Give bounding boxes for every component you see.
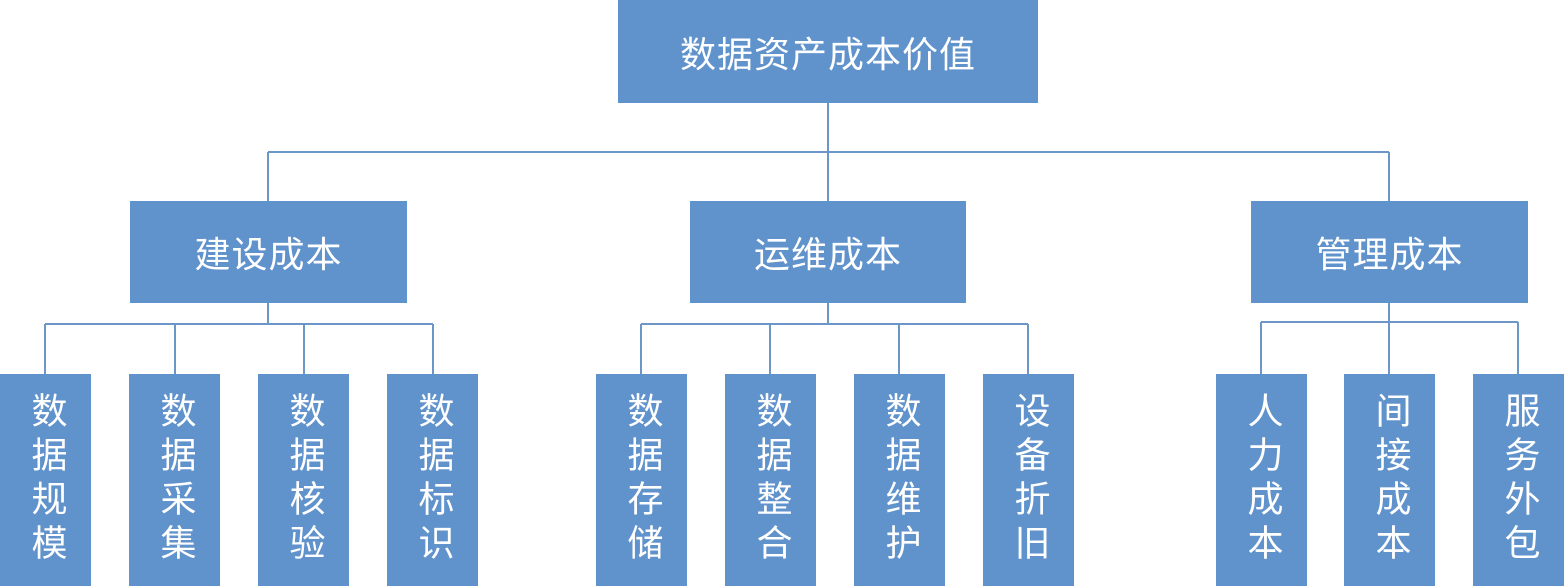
leaf-node-label: 人力成本 [1241,392,1283,568]
leaf-node-label: 数据标识 [412,392,454,568]
leaf-node: 数据核验 [258,374,349,586]
category-node-operation: 运维成本 [690,201,966,303]
category-node-label: 运维成本 [753,235,902,276]
leaf-node: 人力成本 [1216,374,1307,586]
category-node-label: 建设成本 [194,235,343,276]
root-node-label: 数据资产成本价值 [679,34,976,76]
category-node-management: 管理成本 [1251,201,1528,303]
leaf-node-label: 数据整合 [750,392,792,568]
leaf-node: 数据规模 [0,374,91,586]
leaf-node-label: 数据存储 [621,392,663,568]
leaf-node: 设备折旧 [983,374,1074,586]
leaf-node-label: 数据维护 [879,392,921,568]
leaf-node-label: 设备折旧 [1008,392,1050,568]
leaf-node: 数据标识 [387,374,478,586]
leaf-node: 数据维护 [854,374,945,586]
root-node: 数据资产成本价值 [618,0,1038,103]
category-node-construction: 建设成本 [130,201,407,303]
leaf-node: 数据整合 [725,374,816,586]
category-node-label: 管理成本 [1315,235,1464,276]
leaf-node-label: 间接成本 [1369,392,1411,568]
leaf-node-label: 数据规模 [25,392,67,568]
leaf-node-label: 数据核验 [283,392,325,568]
leaf-node: 数据采集 [129,374,220,586]
leaf-node: 间接成本 [1344,374,1435,586]
leaf-node: 服务外包 [1473,374,1564,586]
leaf-node-label: 服务外包 [1498,392,1540,568]
leaf-node: 数据存储 [596,374,687,586]
leaf-node-label: 数据采集 [154,392,196,568]
